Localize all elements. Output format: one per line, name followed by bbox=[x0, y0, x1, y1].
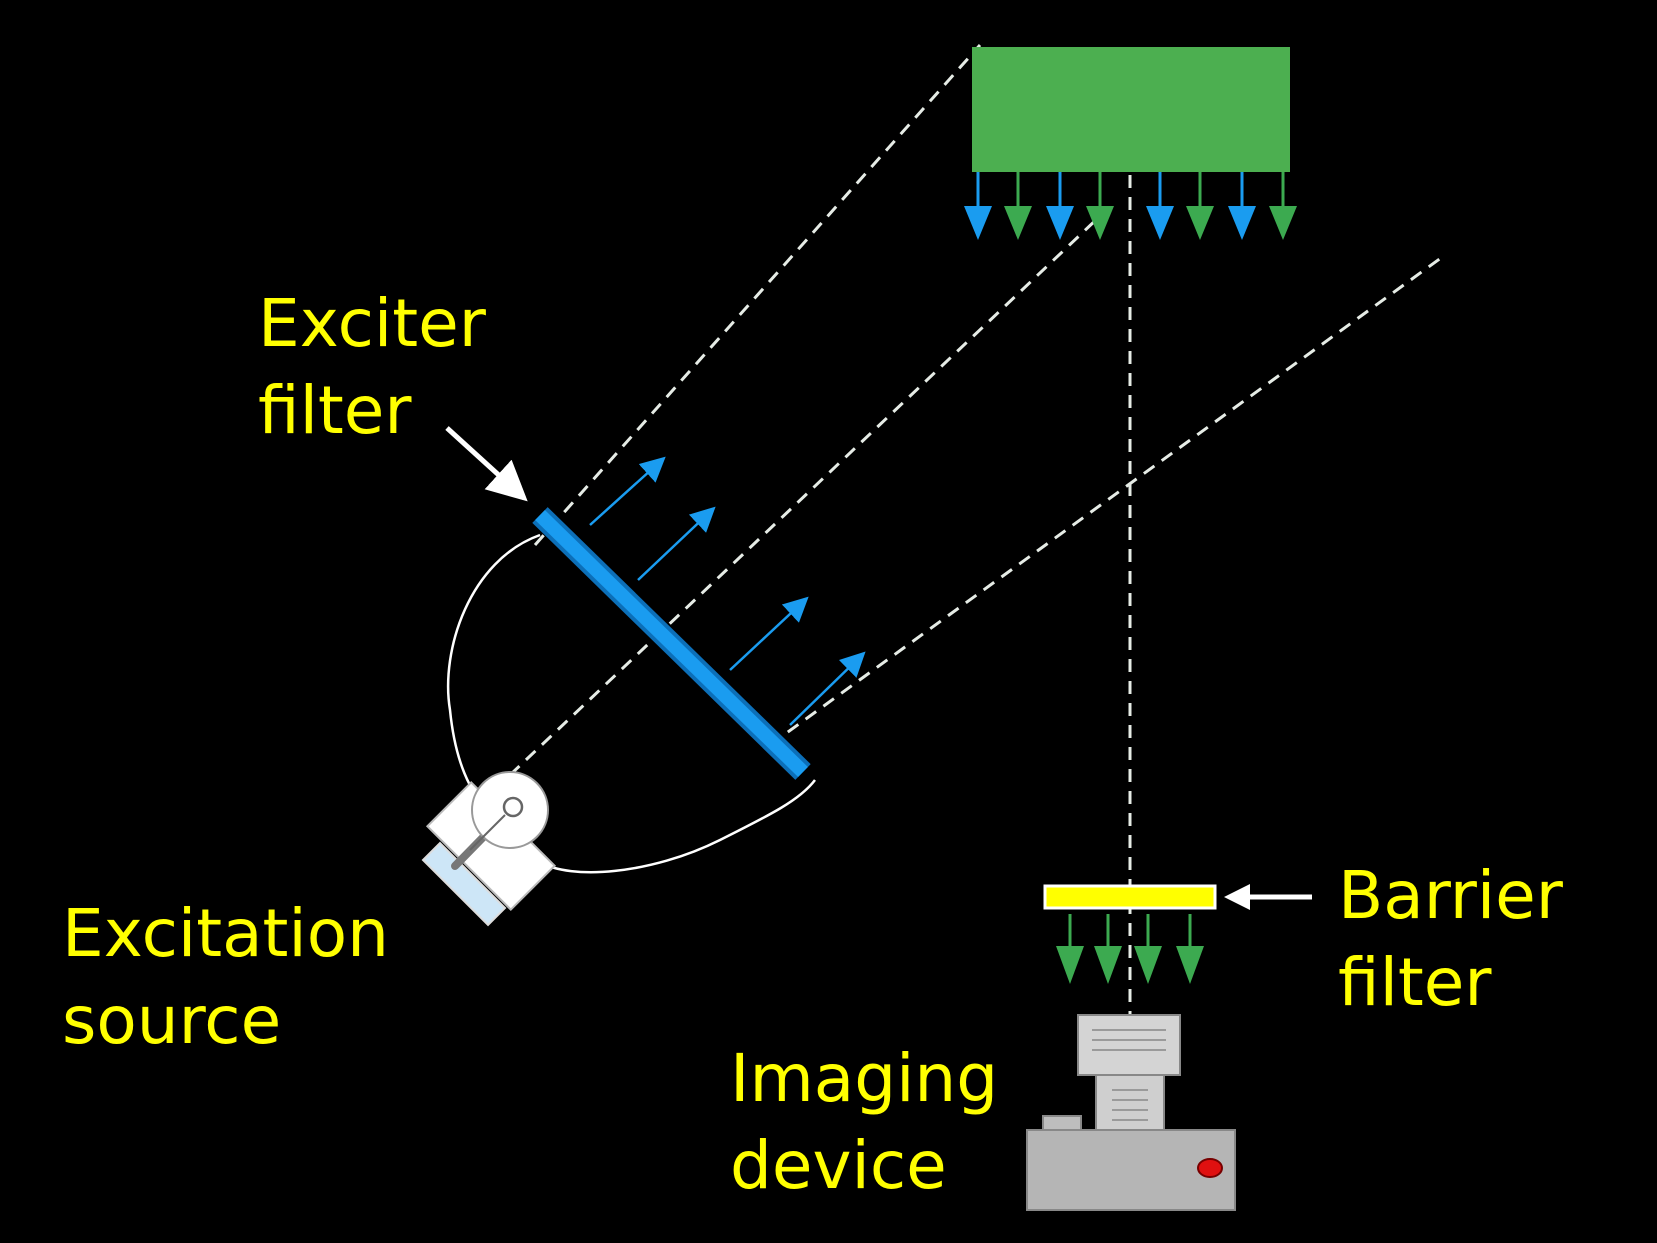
exciter-filter bbox=[532, 507, 811, 780]
barrier-filter-label: Barrier filter bbox=[1338, 852, 1563, 1026]
specimen-emission-arrows bbox=[964, 172, 1297, 240]
excitation-arrow bbox=[789, 651, 866, 726]
down-arrow-blue bbox=[1228, 172, 1256, 240]
excitation-source-label: Excitation source bbox=[62, 890, 389, 1064]
imaging-device-label-line2: device bbox=[730, 1127, 947, 1205]
barrier-filter bbox=[1043, 884, 1217, 910]
barrier-filter-label-line2: filter bbox=[1338, 944, 1492, 1022]
down-arrow-green bbox=[1056, 914, 1084, 984]
excitation-source-label-line1: Excitation bbox=[62, 895, 389, 972]
specimen bbox=[972, 47, 1290, 172]
exciter-filter-label: Exciter filter bbox=[258, 280, 486, 454]
down-arrow-blue bbox=[964, 172, 992, 240]
light-path-center bbox=[508, 216, 1100, 777]
exciter-filter-label-line1: Exciter bbox=[258, 285, 486, 362]
light-path-lower bbox=[769, 253, 1446, 747]
down-arrow-green bbox=[1186, 172, 1214, 240]
imaging-device-label-line1: Imaging bbox=[730, 1040, 999, 1117]
down-arrow-green bbox=[1269, 172, 1297, 240]
down-arrow-green bbox=[1086, 172, 1114, 240]
camera-indicator-light bbox=[1197, 1158, 1223, 1178]
barrier-filter-label-line1: Barrier bbox=[1338, 857, 1563, 934]
down-arrow-green bbox=[1134, 914, 1162, 984]
exciter-filter-label-line2: filter bbox=[258, 372, 412, 450]
excitation-source-label-line2: source bbox=[62, 982, 282, 1060]
excitation-arrow bbox=[589, 456, 666, 526]
excitation-arrow bbox=[637, 506, 716, 581]
excitation-light-arrows bbox=[589, 456, 866, 726]
exciter-filter-pointer bbox=[445, 426, 528, 502]
light-path-upper bbox=[533, 44, 982, 546]
down-arrow-green bbox=[1004, 172, 1032, 240]
down-arrow-blue bbox=[1046, 172, 1074, 240]
lamp-bulb-icon bbox=[421, 771, 557, 927]
imaging-device-label: Imaging device bbox=[730, 1035, 998, 1209]
down-arrow-blue bbox=[1146, 172, 1174, 240]
camera-icon bbox=[1026, 1014, 1236, 1211]
dashed-light-paths bbox=[508, 44, 1446, 1020]
excitation-arrow bbox=[729, 596, 809, 671]
barrier-filter-pointer bbox=[1224, 884, 1312, 910]
down-arrow-green bbox=[1094, 914, 1122, 984]
filtered-emission-arrows bbox=[1056, 914, 1204, 984]
down-arrow-green bbox=[1176, 914, 1204, 984]
